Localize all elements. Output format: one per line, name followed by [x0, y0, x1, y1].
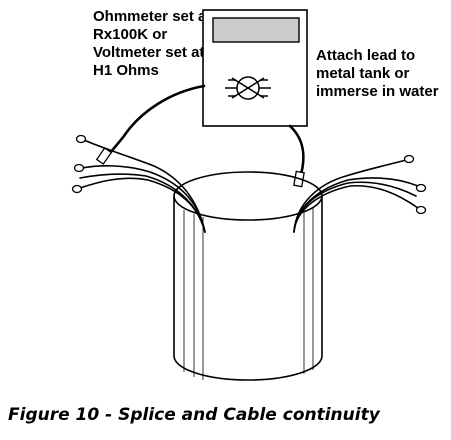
ring-terminal-icon	[403, 154, 415, 164]
attach-instruction-line-1: Attach lead to	[316, 47, 415, 64]
left-cable-wire-1	[83, 139, 206, 233]
attach-instruction-label: Attach lead to metal tank or immerse in …	[316, 47, 439, 100]
tank-rim	[173, 171, 323, 221]
meter-setting-label: Ohmmeter set at Rx100K or Voltmeter set …	[93, 8, 211, 79]
ohmmeter	[202, 9, 308, 127]
left-cable-wire-2	[81, 164, 206, 233]
ring-terminal-icon	[71, 184, 83, 194]
left-ring-terminals	[71, 134, 87, 194]
tank-bottom	[173, 355, 323, 381]
ring-terminal-icon	[75, 134, 87, 144]
water-tank	[173, 171, 323, 381]
right-ring-terminals	[403, 154, 427, 215]
left-lead-clip	[95, 147, 113, 165]
right-cable-wire-3	[293, 184, 419, 233]
right-cable-wire-1	[293, 159, 407, 233]
ring-terminal-icon	[415, 205, 427, 215]
meter-setting-line-3: Voltmeter set at	[93, 44, 204, 61]
left-cable-wire-4	[79, 173, 206, 233]
ring-terminal-icon	[415, 183, 427, 193]
attach-instruction-line-3: immerse in water	[316, 83, 439, 100]
left-cable-wire-3	[79, 177, 206, 233]
meter-setting-line-2: Rx100K or	[93, 26, 167, 43]
figure-caption: Figure 10 - Splice and Cable continuity	[8, 405, 381, 425]
selector-dial-icon	[225, 76, 271, 100]
meter-setting-line-4: H1 Ohms	[93, 62, 159, 79]
left-cable-bundle	[79, 139, 206, 233]
meter-setting-line-1: Ohmmeter set at	[93, 8, 211, 25]
ring-terminal-icon	[73, 163, 85, 173]
right-test-lead	[288, 124, 305, 180]
attach-instruction-line-2: metal tank or	[316, 65, 410, 82]
meter-display	[212, 17, 300, 43]
left-test-lead	[106, 84, 206, 158]
